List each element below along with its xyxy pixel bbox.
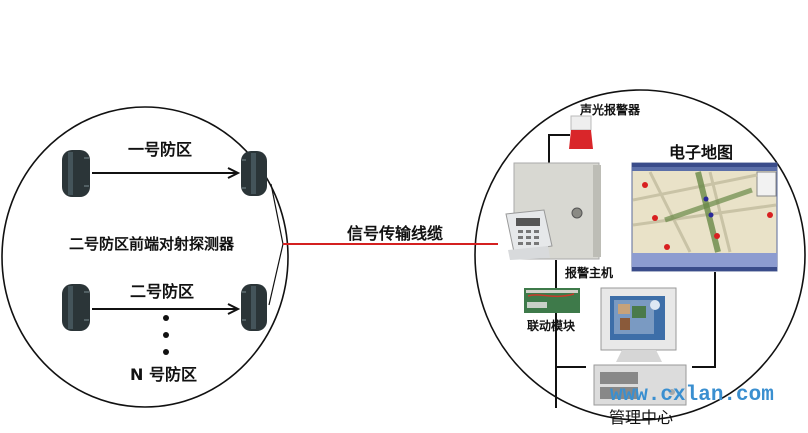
detector-transmitter-1	[62, 150, 90, 197]
module-center-wire	[555, 365, 586, 368]
siren-device	[569, 115, 593, 149]
detector-transmitter-2	[62, 284, 90, 331]
electronic-map-screenshot	[631, 162, 778, 272]
map-label: 电子地图	[669, 143, 734, 162]
beam-arrow-1	[92, 167, 241, 179]
ellipsis-dot	[163, 349, 169, 355]
alarm-panel-device	[505, 162, 601, 260]
detector-label: 二号防区前端对射探测器	[69, 235, 235, 253]
detector-receiver-1	[241, 151, 267, 196]
ellipsis-dot	[163, 332, 169, 338]
management-computer	[593, 287, 687, 406]
module-label: 联动模块	[527, 319, 576, 333]
watermark-text: www.cxlan.com	[610, 384, 774, 407]
map-center-wire	[692, 272, 716, 368]
siren-label: 声光报警器	[580, 103, 641, 117]
zone-boundary-left	[1, 106, 289, 408]
panel-label: 报警主机	[565, 266, 614, 280]
ellipsis-dot	[163, 315, 169, 321]
zoneN-label: N 号防区	[130, 365, 197, 384]
zone1-label: 一号防区	[128, 140, 193, 159]
center-label: 管理中心	[609, 408, 674, 427]
beam-arrow-2	[92, 303, 241, 315]
linkage-module-device	[524, 288, 580, 313]
zone2-label: 二号防区	[130, 282, 195, 301]
siren-wire	[548, 134, 570, 163]
signal-cable-label: 信号传输线缆	[347, 224, 444, 243]
receiver-wire	[268, 183, 284, 306]
zone-boundary-right	[474, 89, 806, 421]
detector-receiver-2	[241, 284, 267, 331]
